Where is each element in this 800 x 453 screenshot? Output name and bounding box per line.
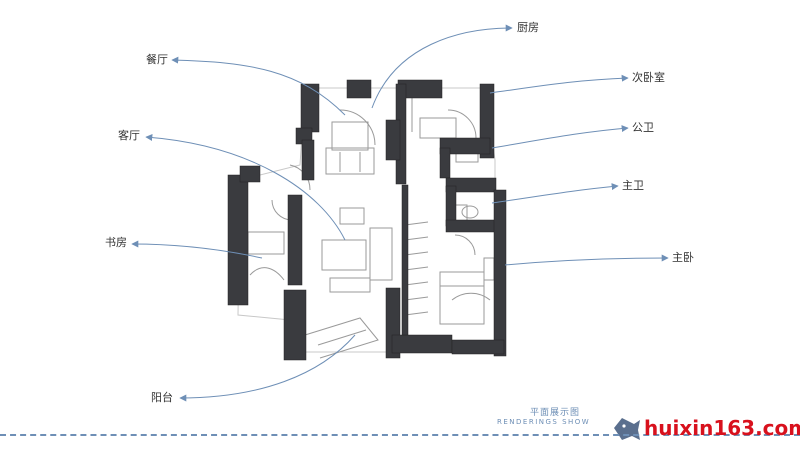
- footer-dashed-divider: [0, 434, 800, 436]
- leader-public-bath: [491, 125, 629, 149]
- label-living: 客厅: [118, 129, 140, 142]
- leader-kitchen: [371, 24, 513, 109]
- label-public-bath: 公卫: [632, 121, 654, 134]
- leader-second-bedroom: [489, 74, 629, 94]
- leader-master-bedroom: [504, 254, 669, 266]
- leader-study: [131, 240, 263, 259]
- leader-lines: [131, 24, 669, 402]
- label-dining: 餐厅: [146, 53, 168, 66]
- label-study: 书房: [105, 236, 127, 249]
- leader-balcony: [179, 334, 356, 402]
- leader-living: [145, 133, 346, 241]
- footer-title-cn: 平面展示图: [530, 408, 581, 418]
- label-second-bedroom: 次卧室: [632, 71, 665, 84]
- label-balcony: 阳台: [151, 391, 173, 404]
- label-kitchen: 厨房: [517, 21, 539, 34]
- leader-dining: [171, 56, 346, 116]
- walls: [227, 79, 507, 361]
- label-master-bath: 主卫: [622, 179, 644, 192]
- label-master-bedroom: 主卧: [672, 251, 694, 264]
- watermark: huixin163.com: [612, 414, 800, 442]
- leader-master-bath: [491, 183, 619, 204]
- watermark-text: huixin163.com: [644, 416, 800, 440]
- footer-title-en: RENDERINGS SHOW: [497, 418, 591, 426]
